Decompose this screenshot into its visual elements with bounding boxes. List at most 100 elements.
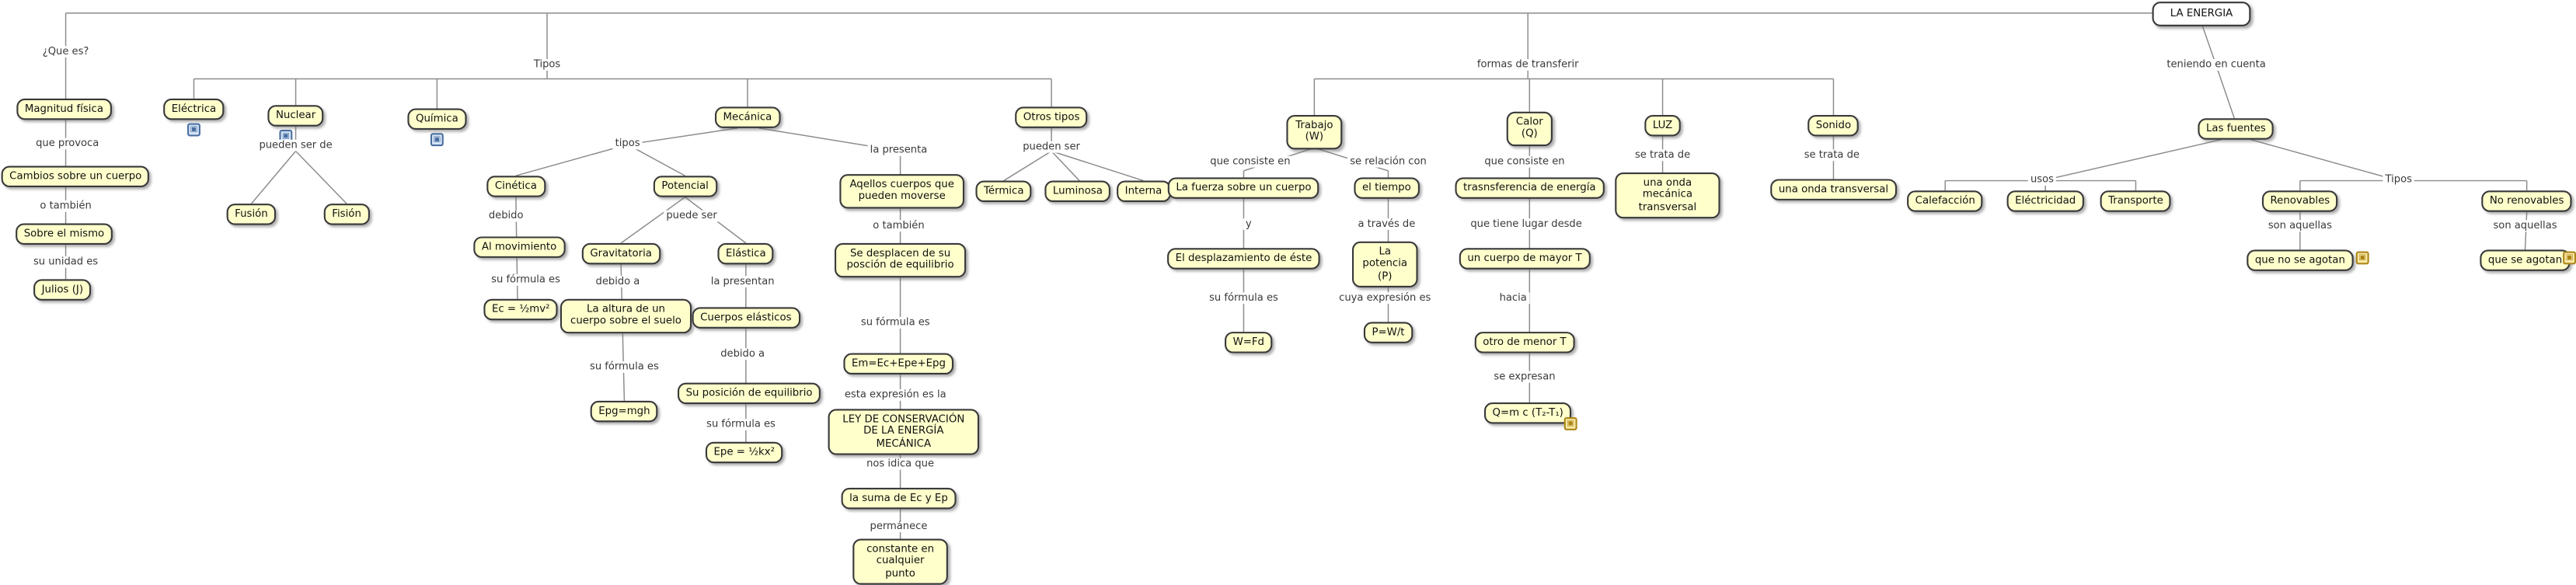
concept-formula-w[interactable]: W=Fd — [1225, 332, 1273, 354]
resource-icon-no-renovables[interactable]: ▣ — [2563, 251, 2576, 265]
concept-su-posicion-de-equilibrio[interactable]: Su posición de equilibrio — [677, 382, 821, 405]
link-se-relacion-con[interactable]: se relación con — [1347, 155, 1429, 168]
concept-gravitatoria[interactable]: Gravitatoria — [581, 242, 661, 266]
link-cuya-expresion-es[interactable]: cuya expresión es — [1337, 292, 1434, 305]
concept-cuerpos-elasticos[interactable]: Cuerpos elásticos — [692, 307, 800, 329]
concept-calor[interactable]: Calor (Q) — [1506, 111, 1553, 146]
concept-la-energia[interactable]: LA ENERGIA — [2152, 2, 2251, 27]
concept-formula-em[interactable]: Em=Ec+Epe+Epg — [843, 353, 954, 375]
concept-luz[interactable]: LUZ — [1644, 114, 1681, 138]
concept-cuerpo-mayor-t[interactable]: un cuerpo de mayor T — [1459, 248, 1591, 270]
concept-transporte[interactable]: Transporte — [2100, 190, 2172, 213]
link-su-formula-es-mecanica[interactable]: su fórmula es — [858, 317, 932, 329]
link-hacia[interactable]: hacia — [1497, 292, 1529, 305]
concept-el-desplazamiento[interactable]: El desplazamiento de éste — [1167, 248, 1320, 270]
concept-trabajo[interactable]: Trabajo (W) — [1286, 114, 1343, 150]
concept-magnitud-fisica[interactable]: Magnitud física — [16, 98, 112, 121]
concept-calefaccion[interactable]: Calefacción — [1907, 190, 1984, 213]
link-su-formula-es-trabajo[interactable]: su fórmula es — [1206, 292, 1281, 305]
concept-elastica[interactable]: Elástica — [717, 242, 775, 266]
link-debido-a-elastica[interactable]: debido a — [718, 348, 768, 360]
concept-luminosa[interactable]: Luminosa — [1044, 180, 1111, 203]
concept-quimica[interactable]: Química — [407, 108, 467, 131]
concept-la-altura[interactable]: La altura de un cuerpo sobre el suelo — [559, 298, 692, 333]
concept-onda-mecanica[interactable]: una onda mecánica transversal — [1615, 172, 1720, 219]
resource-icon-quimica[interactable]: ▣ — [430, 133, 444, 147]
concept-electricidad[interactable]: Eléctricidad — [2006, 190, 2084, 213]
concept-transferencia-energia[interactable]: trasnsferencia de energía — [1455, 177, 1605, 200]
concept-al-movimiento[interactable]: Al movimiento — [473, 236, 565, 259]
link-se-trata-de-luz[interactable]: se trata de — [1632, 149, 1693, 162]
link-se-trata-de-sonido[interactable]: se trata de — [1801, 149, 1863, 162]
link-usos[interactable]: usos — [2027, 174, 2057, 186]
concept-formula-p[interactable]: P=W/t — [1363, 322, 1413, 344]
concept-interna[interactable]: Interna — [1117, 180, 1170, 203]
link-que-consiste-en-trabajo[interactable]: que consiste en — [1208, 155, 1293, 168]
concept-formula-epe[interactable]: Epe = ½kx² — [705, 441, 783, 465]
concept-fusion[interactable]: Fusión — [226, 204, 277, 226]
link-permanece[interactable]: permánece — [867, 521, 930, 533]
concept-sonido[interactable]: Sonido — [1807, 114, 1860, 138]
concept-julios[interactable]: Julios (J) — [33, 279, 92, 301]
concept-se-desplacen[interactable]: Se desplacen de su posción de equilibrio — [835, 242, 967, 277]
link-que-consiste-en-calor[interactable]: que consiste en — [1482, 155, 1567, 168]
concept-mecanica[interactable]: Mecánica — [714, 106, 780, 129]
link-su-formula-es-cinetica[interactable]: su fórmula es — [489, 274, 563, 287]
concept-cinetica[interactable]: Cinética — [486, 176, 546, 198]
resource-icon-renovables[interactable]: ▣ — [2355, 251, 2369, 265]
link-la-presentan[interactable]: la presentan — [708, 276, 777, 288]
concept-potencial[interactable]: Potencial — [653, 176, 717, 198]
link-o-tambien-mecanica[interactable]: o también — [870, 220, 927, 232]
link-nos-indica-que[interactable]: nos idica que — [863, 458, 937, 470]
link-su-unidad-es[interactable]: su unidad es — [30, 256, 101, 268]
link-formas-de-transferir[interactable]: formas de transferir — [1474, 59, 1581, 71]
link-su-formula-es-elastica[interactable]: su fórmula es — [703, 419, 779, 431]
concept-cambios-sobre-un-cuerpo[interactable]: Cambios sobre un cuerpo — [1, 165, 150, 188]
link-a-traves-de[interactable]: a través de — [1355, 218, 1418, 231]
concept-el-tiempo[interactable]: el tiempo — [1354, 177, 1420, 200]
link-se-expresan[interactable]: se expresan — [1491, 371, 1558, 383]
link-esta-expresion-es-la[interactable]: esta expresión es la — [842, 389, 949, 402]
link-pueden-ser-otros[interactable]: pueden ser — [1020, 141, 1083, 153]
concept-onda-transversal[interactable]: una onda transversal — [1770, 179, 1897, 201]
concept-las-fuentes[interactable]: Las fuentes — [2198, 118, 2274, 141]
concept-otro-menor-t[interactable]: otro de menor T — [1474, 332, 1575, 354]
concept-constante[interactable]: constante en cualquier punto — [852, 538, 948, 585]
link-que-provoca[interactable]: que provoca — [33, 138, 102, 150]
link-tipos-mecanica[interactable]: tipos — [612, 138, 643, 150]
concept-electrica[interactable]: Eléctrica — [163, 98, 225, 121]
link-puede-ser[interactable]: puede ser — [664, 210, 720, 222]
concept-ley-conservacion[interactable]: LEY DE CONSERVACIÓN DE LA ENERGÍA MECÁNI… — [828, 409, 980, 456]
concept-no-renovables[interactable]: No renovables — [2481, 190, 2573, 213]
concept-otros-tipos[interactable]: Otros tipos — [1015, 106, 1088, 129]
link-que-es[interactable]: ¿Que es? — [40, 46, 92, 58]
concept-fision[interactable]: Fisión — [323, 204, 370, 226]
concept-formula-ec[interactable]: Ec = ½mv² — [483, 298, 559, 322]
resource-icon-calor[interactable]: ▣ — [1563, 417, 1577, 430]
concept-formula-epg[interactable]: Epg=mgh — [590, 400, 659, 423]
link-pueden-ser-de[interactable]: pueden ser de — [256, 139, 335, 151]
concept-nuclear[interactable]: Nuclear — [267, 105, 324, 127]
link-debido[interactable]: debido — [486, 210, 526, 222]
link-o-tambien-def[interactable]: o también — [37, 200, 94, 212]
link-debido-a-gravitatoria[interactable]: debido a — [593, 276, 643, 288]
concept-termica[interactable]: Térmica — [975, 180, 1033, 203]
concept-que-se-agotan[interactable]: que se agotan — [2480, 249, 2571, 272]
link-la-presenta[interactable]: la presenta — [867, 145, 930, 157]
link-teniendo-en-cuenta[interactable]: teniendo en cuenta — [2164, 59, 2268, 71]
link-tipos[interactable]: Tipos — [531, 59, 563, 71]
concept-la-suma-ec-ep[interactable]: la suma de Ec y Ep — [841, 487, 957, 510]
link-que-tiene-lugar-desde[interactable]: que tiene lugar desde — [1468, 218, 1584, 231]
resource-icon-electrica[interactable]: ▣ — [187, 123, 200, 137]
concept-renovables[interactable]: Renovables — [2261, 190, 2338, 213]
concept-formula-q[interactable]: Q=m c (T₂-T₁) — [1483, 402, 1572, 425]
concept-aquellos-cuerpos[interactable]: Aqellos cuerpos que pueden moverse — [839, 174, 965, 209]
link-son-aquellas-no-renovables[interactable]: son aquellas — [2491, 220, 2560, 232]
concept-que-no-se-agotan[interactable]: que no se agotan — [2247, 249, 2354, 272]
link-su-formula-es-gravitatoria[interactable]: su fórmula es — [587, 361, 661, 374]
link-son-aquellas-renovables[interactable]: son aquellas — [2265, 220, 2335, 232]
concept-la-fuerza[interactable]: La fuerza sobre un cuerpo — [1167, 177, 1320, 200]
concept-sobre-el-mismo[interactable]: Sobre el mismo — [16, 223, 113, 245]
link-tipos-fuentes[interactable]: Tipos — [2383, 174, 2415, 186]
link-y[interactable]: y — [1243, 218, 1254, 231]
